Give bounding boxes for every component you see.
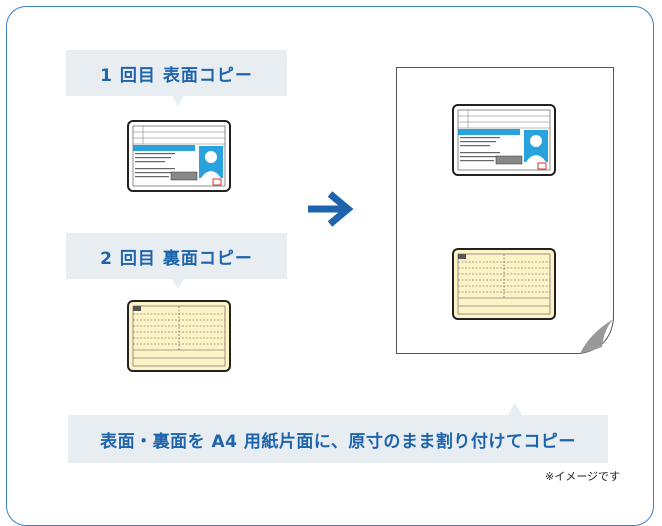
paper-back-card bbox=[452, 248, 556, 320]
license-front-card bbox=[127, 120, 231, 192]
license-back-card bbox=[127, 300, 231, 372]
caption-tail bbox=[508, 403, 522, 415]
caption-text: 表面・裏面を A4 用紙片面に、原寸のまま割り付けてコピー bbox=[100, 431, 576, 452]
image-note: ※イメージです bbox=[545, 470, 620, 483]
right-arrow-icon bbox=[308, 191, 354, 227]
step2-label: 2 回目 裏面コピー bbox=[100, 248, 253, 269]
paper-front-card bbox=[452, 104, 556, 176]
a4-paper bbox=[396, 67, 614, 354]
step1-bubble-tail bbox=[172, 96, 184, 106]
step2-bubble: 2 回目 裏面コピー bbox=[66, 233, 287, 289]
step1-label: 1 回目 表面コピー bbox=[100, 65, 253, 86]
step1-bubble: 1 回目 表面コピー bbox=[66, 50, 287, 106]
step2-bubble-tail bbox=[172, 279, 184, 289]
caption-box: 表面・裏面を A4 用紙片面に、原寸のまま割り付けてコピー bbox=[68, 403, 608, 463]
